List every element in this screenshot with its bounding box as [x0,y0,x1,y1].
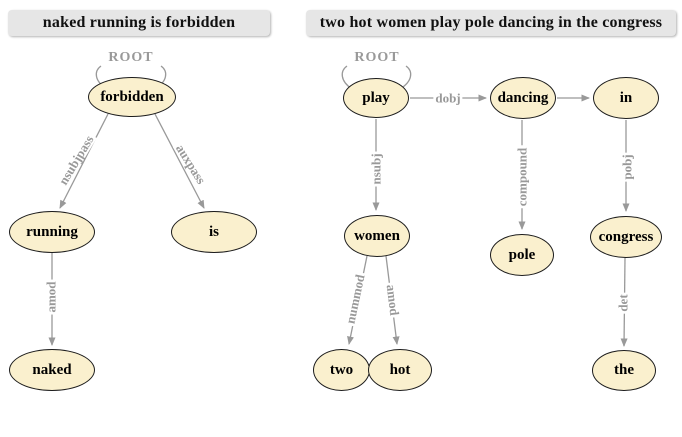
node-in: in [593,77,659,119]
left-sentence-title: naked running is forbidden [8,10,270,36]
node-the: the [592,350,656,391]
node-running: running [9,211,95,253]
node-women: women [344,215,410,257]
root-label-right: ROOT [352,50,402,65]
edge-label-det: det [615,292,631,314]
edge-label-amod-right: amod [383,281,403,319]
edge-label-amod-left: amod [43,279,59,315]
right-sentence-title: two hot women play pole dancing in the c… [306,10,676,36]
node-forbidden: forbidden [88,77,176,117]
node-play: play [343,78,409,118]
edge-label-dobj: dobj [433,90,463,106]
edge-label-compound: compound [514,145,530,209]
node-naked: naked [9,349,95,391]
edge-label-nsubj: nsubj [368,151,384,187]
node-is: is [171,211,257,253]
node-congress: congress [590,216,662,258]
node-dancing: dancing [490,77,556,119]
edge-label-pobj: pobj [619,152,635,182]
root-label-left: ROOT [106,50,156,65]
node-hot: hot [368,349,432,391]
node-two: two [313,349,370,391]
node-pole: pole [490,234,554,276]
